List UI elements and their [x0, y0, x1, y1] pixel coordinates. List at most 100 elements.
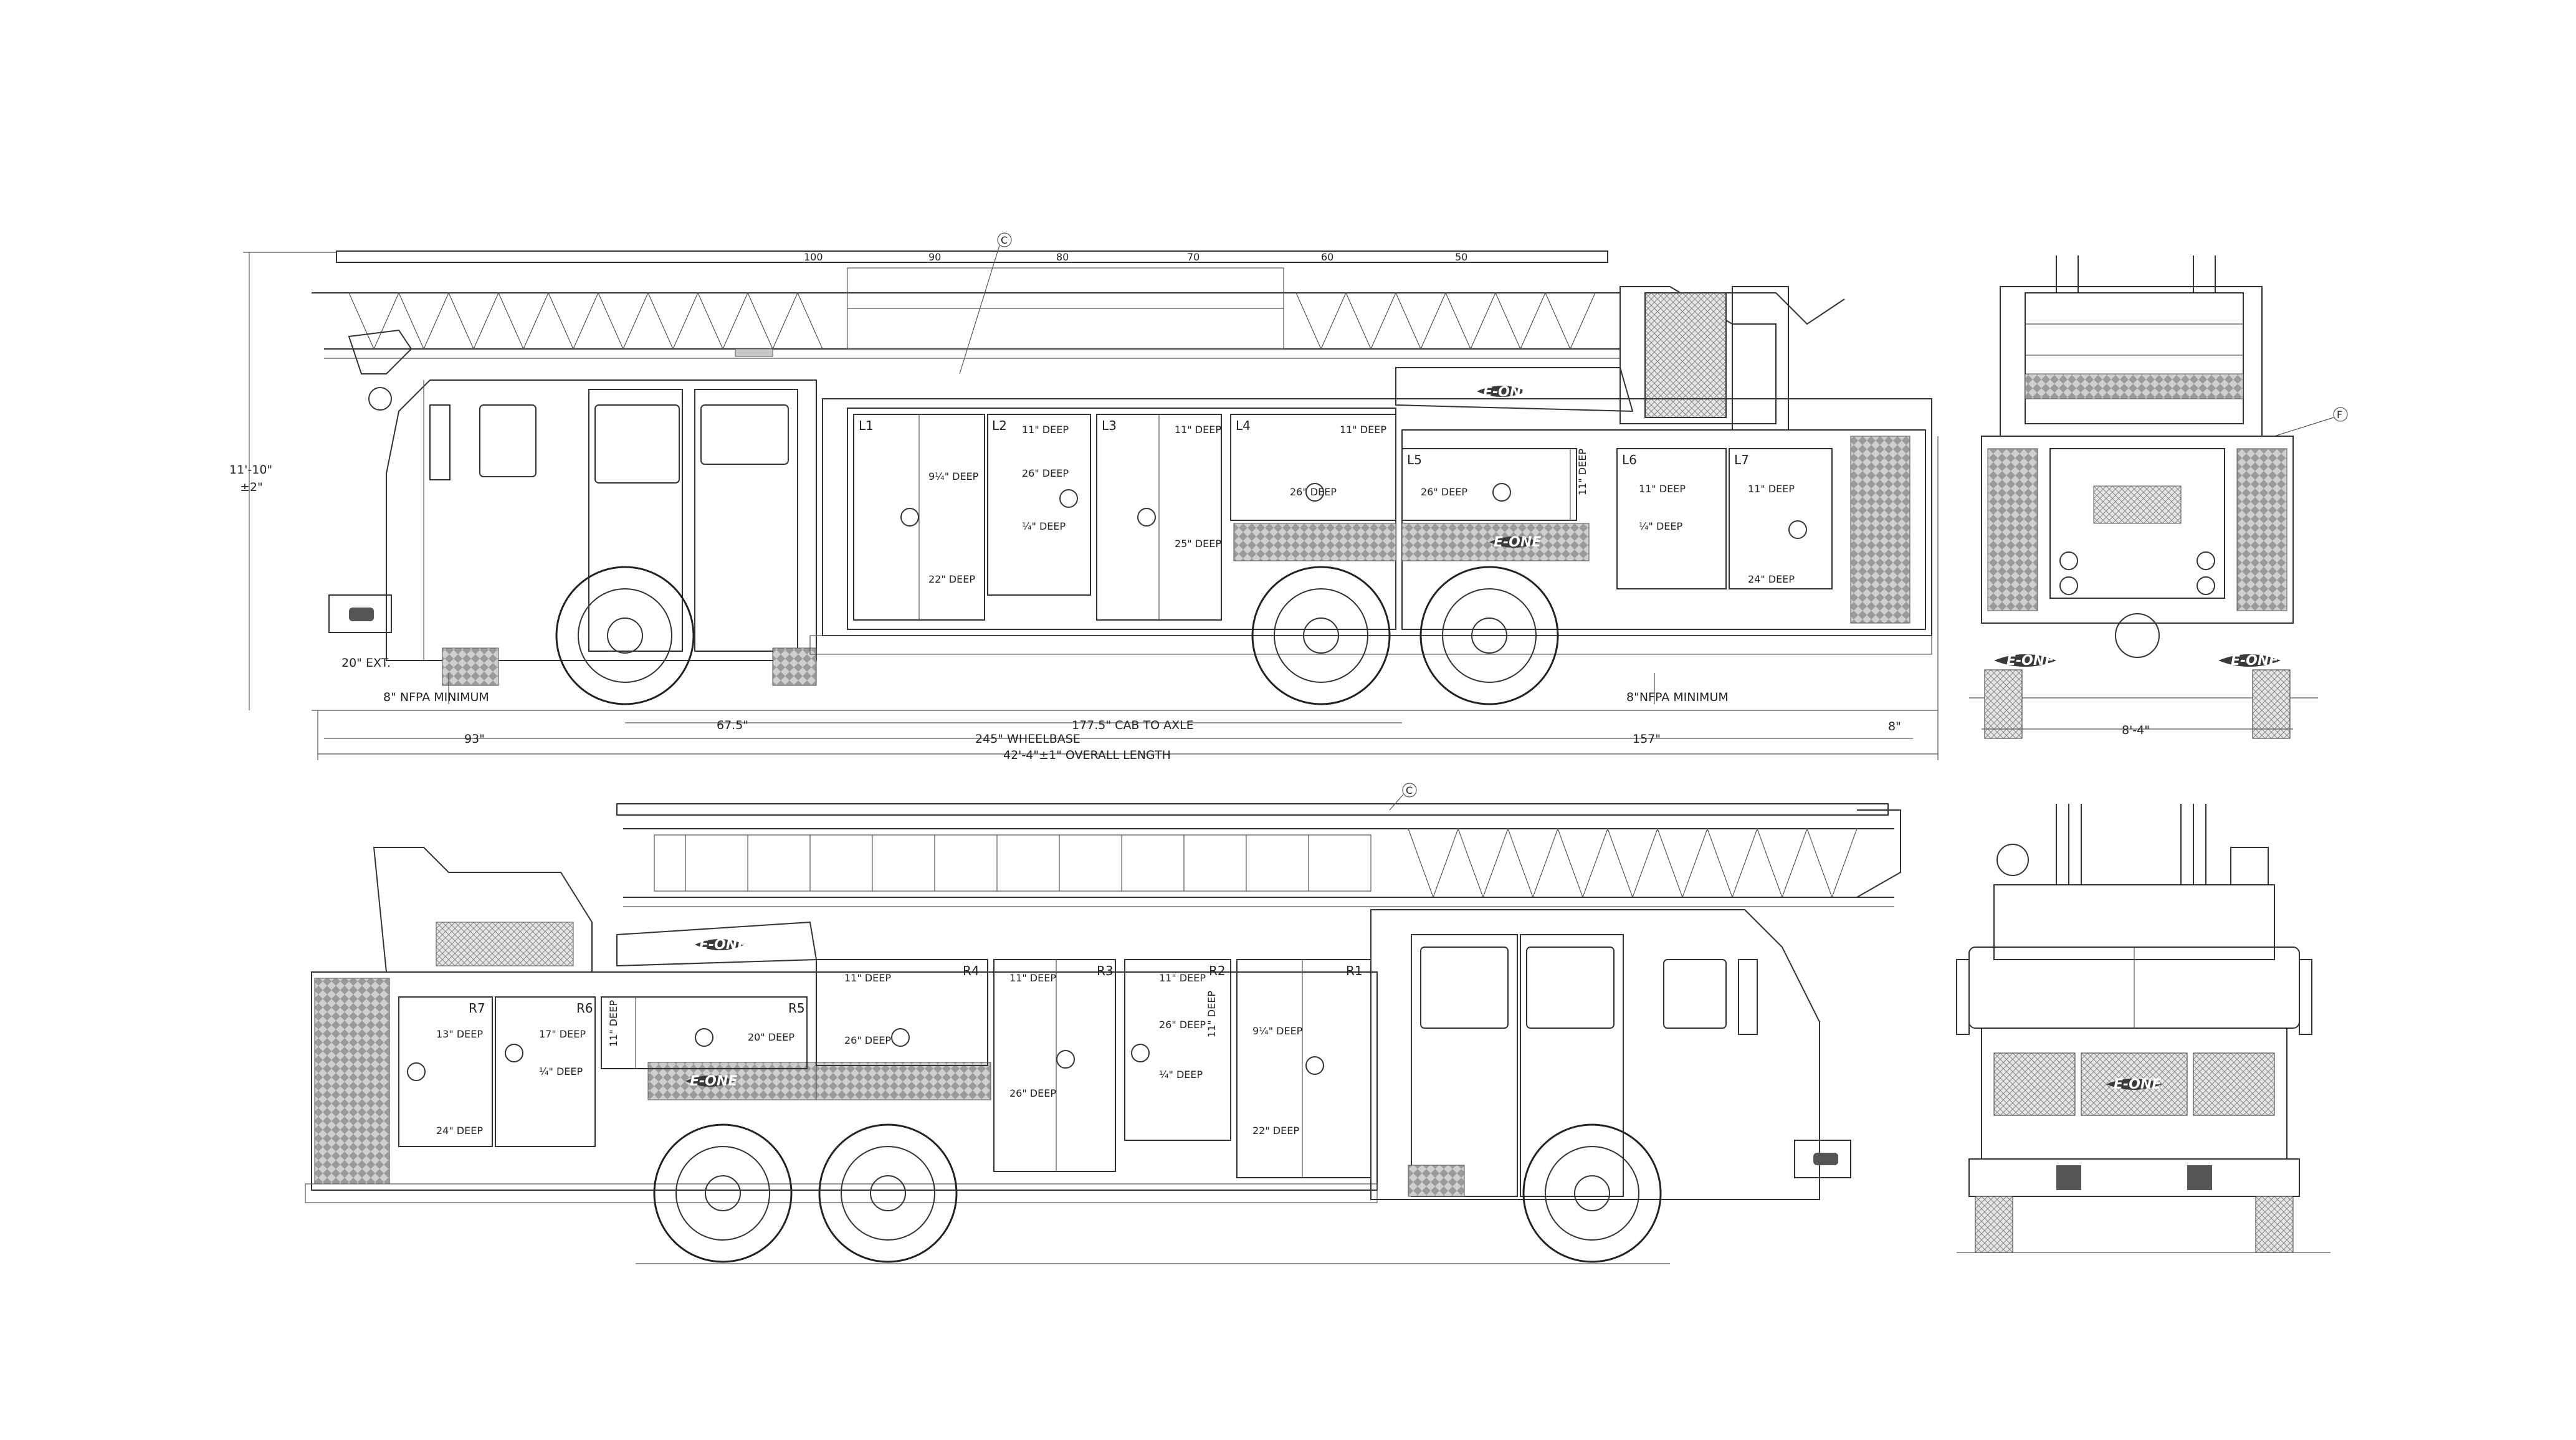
rear-wheel-1	[1251, 566, 1391, 705]
compartment-r1: R1 9¼" DEEP 22" DEEP	[1236, 959, 1371, 1178]
cab-left	[328, 348, 817, 686]
cab-mirror	[429, 404, 451, 480]
brand-badge-rear-left	[1994, 654, 2056, 667]
ladder-mark-100: 100	[804, 251, 823, 263]
compartment-l4-depth-2: 26" DEEP	[1290, 486, 1337, 498]
cab-door-rear	[694, 389, 798, 652]
left-side-view: 100 90 80 70 60 50 C E-ONE	[229, 232, 1939, 762]
compartment-r6-depth-1: 17" DEEP	[539, 1028, 586, 1040]
compartment-r2-depth-4: ¼" DEEP	[1159, 1069, 1203, 1080]
brand-badge-boom	[1477, 386, 1527, 397]
ladder-mark-90: 90	[928, 251, 941, 263]
front-tires	[1975, 1196, 2294, 1253]
cab-window-rear	[700, 404, 789, 465]
cab-window-mid	[594, 404, 680, 484]
rear-wheel-2	[1419, 566, 1559, 705]
compartment-l6-label: L6	[1622, 452, 1637, 467]
rear-view: F E-ONE E-ONE 8'-4"	[1969, 255, 2348, 739]
compartment-l3-depth-1: 11" DEEP	[1175, 424, 1221, 436]
front-wheel-r	[1522, 1123, 1662, 1263]
compartment-r2-depth-3: 11" DEEP	[1206, 991, 1218, 1037]
compartment-r1-depth-2: 22" DEEP	[1252, 1125, 1299, 1137]
dim-rear-8: 8"	[1888, 720, 1901, 733]
boom-cylinder: E-ONE	[1395, 367, 1634, 412]
brand-badge-rear-right	[2218, 654, 2281, 667]
cab-right	[1370, 909, 1851, 1200]
aerial-ladder	[312, 250, 1620, 359]
compartment-r3-depth-1: 11" DEEP	[1009, 972, 1056, 984]
compartment-r6-depth-2: ¼" DEEP	[539, 1066, 583, 1077]
compartments-right: R7 13" DEEP 24" DEEP R6 17" DEEP ¼" DEEP…	[398, 959, 1371, 1178]
compartment-l2: L2 11" DEEP 26" DEEP ¼" DEEP	[987, 414, 1091, 596]
front-ladder-stack	[1993, 804, 2275, 960]
wheels-left	[555, 566, 1559, 705]
dim-height: 11'-10"	[229, 463, 272, 477]
compartment-r4-depth-1: 11" DEEP	[844, 972, 891, 984]
rear-wheel-r1	[653, 1123, 793, 1263]
compartment-l4: L4 11" DEEP 26" DEEP	[1230, 414, 1396, 521]
dim-wheelbase: 245" WHEELBASE	[975, 732, 1080, 746]
compartment-r1-label: R1	[1346, 963, 1363, 978]
compartment-l5-depth-2: 11" DEEP	[1577, 449, 1588, 495]
compartment-l3-depth-2: 25" DEEP	[1175, 538, 1221, 550]
compartment-r7-label: R7	[469, 1001, 485, 1016]
rear-tires	[1984, 669, 2291, 739]
brand-badge-front-text: E-ONE	[2114, 1077, 2161, 1092]
compartment-l1: L1 9¼" DEEP 22" DEEP	[853, 414, 985, 621]
callout-f: F	[2274, 407, 2348, 437]
dim-overall-length: 42'-4"±1" OVERALL LENGTH	[1003, 748, 1171, 762]
compartment-l7-label: L7	[1734, 452, 1749, 467]
cab-right-mirror	[1738, 959, 1758, 1035]
brand-badge-right-text: E-ONE	[690, 1074, 737, 1089]
dim-rear-overhang: 157"	[1633, 732, 1661, 746]
compartment-r5: R5 11" DEEP 20" DEEP	[601, 996, 808, 1069]
rear-badges: E-ONE E-ONE	[1994, 653, 2281, 669]
compartment-r6-label: R6	[576, 1001, 593, 1016]
compartment-l5: L5 26" DEEP 11" DEEP	[1401, 448, 1588, 521]
dim-ext: 20" EXT.	[341, 656, 391, 670]
compartment-r7: R7 13" DEEP 24" DEEP	[398, 996, 493, 1147]
ladder-mark-70: 70	[1187, 251, 1200, 263]
compartment-l3: L3 11" DEEP 25" DEEP	[1096, 414, 1222, 621]
compartment-r7-depth-1: 13" DEEP	[436, 1028, 483, 1040]
front-grille-left	[1993, 1052, 2076, 1116]
cab-right-door-rear	[1411, 934, 1518, 1197]
brand-badge-rear-right-text: E-ONE	[2231, 653, 2278, 669]
cab-right-window-rear	[1420, 946, 1509, 1029]
compartment-l4-depth-1: 11" DEEP	[1340, 424, 1386, 436]
compartment-l7-depth-1: 11" DEEP	[1748, 483, 1795, 495]
compartment-r4-label: R4	[963, 963, 980, 978]
compartments-left: L1 9¼" DEEP 22" DEEP L2 11" DEEP 26" DEE…	[853, 414, 1833, 621]
compartment-l2-depth-3: ¼" DEEP	[1022, 520, 1066, 532]
compartment-r2-depth-1: 11" DEEP	[1159, 972, 1206, 984]
front-cab: E-ONE	[1956, 946, 2312, 1197]
compartment-l6-depth-2: ¼" DEEP	[1639, 520, 1682, 532]
compartment-l2-depth-1: 11" DEEP	[1022, 424, 1069, 436]
dimensions-top: 11'-10" ±2" 20" EXT. 8" NFPA MINIMUM 8"N…	[229, 252, 1939, 762]
ladder-mark-50: 50	[1455, 251, 1467, 263]
turntable	[1620, 286, 1845, 431]
right-side-view: C E-ONE E-ONE R7 13" DEEP 24"	[305, 783, 1901, 1264]
callout-c-top-label: C	[1001, 234, 1008, 246]
callout-c-bottom-label: C	[1406, 784, 1413, 796]
callout-c-top: C	[959, 232, 1012, 374]
ladder-mark-60: 60	[1321, 251, 1333, 263]
compartment-r2: R2 11" DEEP 26" DEEP 11" DEEP ¼" DEEP	[1124, 959, 1231, 1141]
body-right: E-ONE	[305, 971, 1378, 1203]
compartment-r6: R6 17" DEEP ¼" DEEP	[495, 996, 596, 1147]
compartment-l5-depth-1: 26" DEEP	[1421, 486, 1467, 498]
ladder-tip-nozzle	[348, 329, 413, 411]
compartment-r1-depth-1: 9¼" DEEP	[1252, 1025, 1303, 1037]
compartment-l2-label: L2	[992, 418, 1007, 433]
aerial-ladder-bottom	[616, 803, 1901, 907]
dim-cab-to-axle: 177.5" CAB TO AXLE	[1072, 718, 1194, 732]
compartment-r5-label: R5	[788, 1001, 805, 1016]
compartment-r7-depth-2: 24" DEEP	[436, 1125, 483, 1137]
brand-badge-boom-bottom-text: E-ONE	[699, 937, 747, 953]
compartment-l4-label: L4	[1236, 418, 1251, 433]
brand-badge-left-text: E-ONE	[1494, 535, 1541, 550]
ladder-mark-80: 80	[1056, 251, 1069, 263]
compartment-r2-label: R2	[1209, 963, 1226, 978]
brand-badge-front	[2106, 1079, 2162, 1090]
